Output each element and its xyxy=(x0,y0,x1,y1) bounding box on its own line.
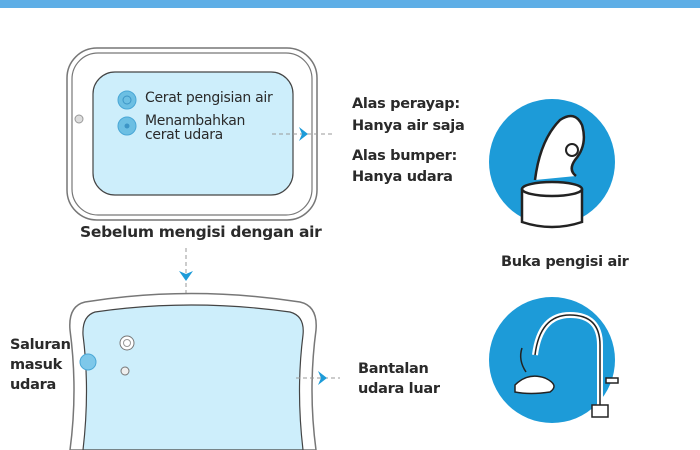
step-open-filler xyxy=(489,99,615,229)
air-inlet-icon xyxy=(79,353,97,371)
crawl-mat-title: Alas perayap: xyxy=(352,96,460,112)
before-filling-caption: Sebelum mengisi dengan air xyxy=(80,223,322,241)
water-spout-label: Cerat pengisian air xyxy=(145,90,273,106)
step-open-filler-label: Buka pengisi air xyxy=(501,254,629,270)
air-spout-label-line1: Menambahkan xyxy=(145,113,246,129)
crawl-mat-text: Hanya air saja xyxy=(352,118,465,134)
side-valve-icon xyxy=(74,114,84,124)
arrow-right-icon-2 xyxy=(318,371,327,385)
outer-cushion-line1: Bantalan xyxy=(358,361,429,377)
water-spout-icon xyxy=(117,90,137,110)
outer-cushion-label: Bantalan udara luar xyxy=(358,359,440,399)
valve-icon xyxy=(119,335,135,351)
air-inlet-line3: udara xyxy=(10,377,56,393)
air-inlet-line2: masuk xyxy=(10,357,62,373)
air-inlet-label: Saluran masuk udara xyxy=(10,335,71,395)
open-filler-icon xyxy=(520,188,584,229)
arrow-right-icon xyxy=(299,127,308,141)
air-inlet-line1: Saluran xyxy=(10,337,71,353)
step-faucet xyxy=(489,297,619,423)
mat-before-filling xyxy=(66,47,335,221)
bumper-mat-title: Alas bumper: xyxy=(352,148,458,164)
mat-after-filling xyxy=(69,292,340,450)
bumper-mat-text: Hanya udara xyxy=(352,169,453,185)
air-spout-label-line2: cerat udara xyxy=(145,127,223,143)
header-bar xyxy=(0,0,700,8)
outer-cushion-line2: udara luar xyxy=(358,381,440,397)
air-spout-label: Menambahkan cerat udara xyxy=(145,114,245,142)
small-valve-icon xyxy=(120,366,130,376)
